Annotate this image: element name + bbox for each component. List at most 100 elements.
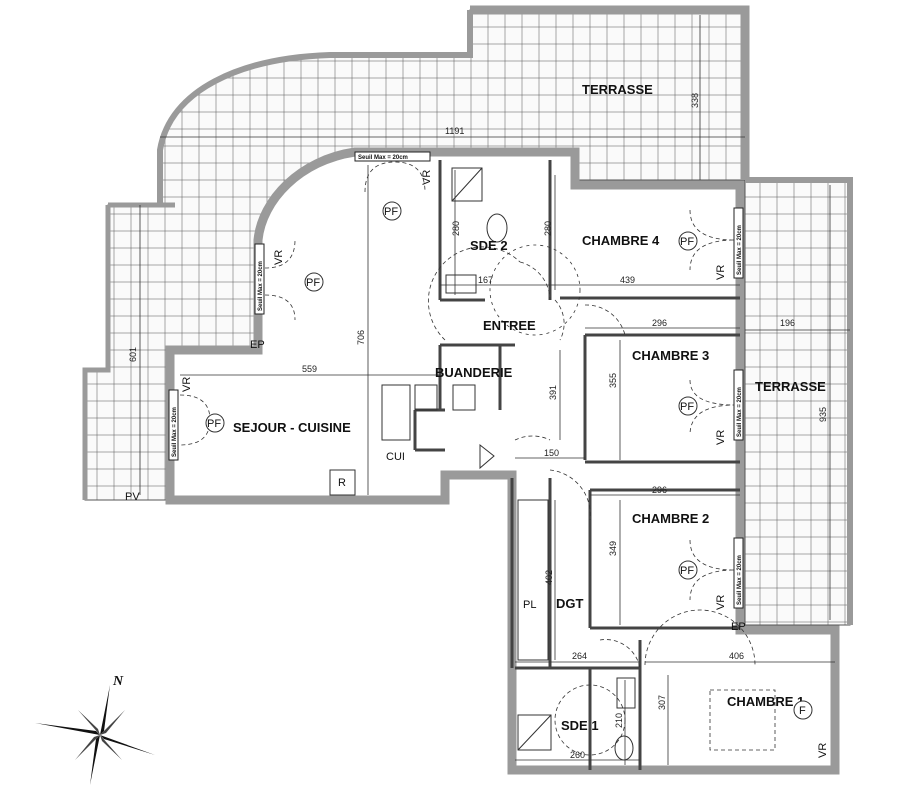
plan-shape bbox=[205, 413, 225, 433]
plan-label: PF bbox=[207, 418, 221, 430]
apartment-interior bbox=[170, 152, 835, 770]
plan-label: F bbox=[799, 705, 806, 717]
plan-shape bbox=[264, 239, 296, 321]
plan-shape: Seuil Max = 20cm bbox=[733, 207, 744, 279]
plan-shape bbox=[100, 735, 155, 755]
room-chambre4: CHAMBRE 4 bbox=[582, 233, 660, 248]
plan-shape bbox=[644, 609, 756, 666]
plan-shape bbox=[793, 700, 813, 720]
plan-label: PF bbox=[680, 565, 694, 577]
pf-marker: PF bbox=[678, 231, 698, 251]
room-sde2: SDE 2 bbox=[470, 238, 508, 253]
plan-label: 402 bbox=[544, 570, 554, 585]
north-compass-icon: N bbox=[35, 674, 155, 785]
plan-shape bbox=[382, 201, 402, 221]
plan-label: 391 bbox=[548, 385, 558, 400]
closet-pl bbox=[517, 499, 549, 661]
plan-shape bbox=[452, 384, 476, 411]
plan-shape bbox=[554, 299, 565, 341]
pf-marker: PF bbox=[382, 201, 402, 221]
plan-shape bbox=[744, 179, 851, 626]
plan-shape bbox=[329, 469, 356, 496]
terrace-parapet-right bbox=[745, 177, 853, 625]
plan-label: 355 bbox=[608, 373, 618, 388]
room-sde1: SDE 1 bbox=[561, 718, 599, 733]
plan-label: 1191 bbox=[445, 126, 464, 136]
plan-label: EP bbox=[731, 621, 746, 633]
sink-sde2 bbox=[445, 274, 477, 294]
plan-shape bbox=[733, 537, 744, 609]
room-terrasse-top: TERRASSE bbox=[582, 82, 653, 97]
plan-shape bbox=[35, 723, 100, 735]
equipment-codes: VR VR VR VR VR VR VR PF PF PF PF PF PF F… bbox=[125, 170, 829, 758]
terrace-parapet bbox=[470, 5, 750, 180]
plan-shape bbox=[689, 539, 736, 601]
room-chambre3: CHAMBRE 3 bbox=[632, 348, 709, 363]
room-terrasse-right: TERRASSE bbox=[755, 379, 826, 394]
plan-label: VR bbox=[273, 250, 285, 265]
plan-label: PV bbox=[125, 491, 140, 503]
plan-label: 167 bbox=[478, 275, 493, 285]
plan-shape: Seuil Max = 20cm bbox=[254, 243, 265, 315]
plan-label: PF bbox=[680, 401, 694, 413]
plan-shape: Seuil Max = 20cm bbox=[733, 537, 744, 609]
plan-label: 338 bbox=[690, 93, 700, 108]
plan-label: PF bbox=[306, 277, 320, 289]
plan-shape bbox=[733, 369, 744, 441]
plan-shape bbox=[414, 384, 438, 411]
dimension-lines bbox=[139, 15, 850, 765]
plan-label: VR bbox=[421, 170, 433, 185]
plan-label: Seuil Max = 20cm bbox=[172, 407, 178, 457]
plan-shape bbox=[678, 231, 698, 251]
plan-shape bbox=[168, 389, 179, 461]
plan-label: 406 bbox=[729, 651, 744, 661]
plan-shape bbox=[254, 243, 265, 315]
plan-label: 349 bbox=[608, 541, 618, 556]
plan-label: PF bbox=[680, 236, 694, 248]
dimension-labels: 1191 338 280 280 167 439 296 196 355 935… bbox=[128, 93, 828, 760]
plan-label: VR bbox=[817, 743, 829, 758]
plan-shape bbox=[90, 735, 100, 785]
shower-sde1 bbox=[517, 714, 552, 751]
threshold-labels: Seuil Max = 20cm Seuil Max = 20cm Seuil … bbox=[168, 151, 744, 609]
plan-label: 260 bbox=[570, 750, 585, 760]
room-labels: TERRASSE TERRASSE SDE 2 CHAMBRE 4 ENTREE… bbox=[233, 82, 826, 733]
plan-label: Seuil Max = 20cm bbox=[258, 261, 264, 311]
plan-shape bbox=[78, 710, 100, 735]
plan-shape bbox=[451, 167, 483, 202]
plan-shape bbox=[354, 151, 431, 162]
plan-shape: Seuil Max = 20cm bbox=[168, 389, 179, 461]
bed-chambre1 bbox=[709, 689, 776, 751]
plan-label: 150 bbox=[544, 448, 559, 458]
plan-shape bbox=[733, 207, 744, 279]
plan-shape bbox=[678, 396, 698, 416]
plan-label: PL bbox=[523, 599, 536, 611]
room-entree: ENTREE bbox=[483, 318, 536, 333]
plan-label: 296 bbox=[652, 485, 667, 495]
pf-marker: PF bbox=[678, 560, 698, 580]
toilet-sde2 bbox=[486, 213, 508, 243]
plan-label: 439 bbox=[620, 275, 635, 285]
plan-shape bbox=[678, 560, 698, 580]
plan-label: 210 bbox=[614, 713, 624, 728]
plan-label: 601 bbox=[128, 347, 138, 362]
plan-label: R bbox=[338, 477, 346, 489]
plan-shape bbox=[100, 710, 125, 735]
kitchen-hob bbox=[381, 384, 411, 441]
plan-label: Seuil Max = 20cm bbox=[737, 387, 743, 437]
plan-label: 935 bbox=[818, 407, 828, 422]
exterior-walls bbox=[165, 147, 840, 775]
plan-shape bbox=[517, 714, 552, 751]
plan-label: 296 bbox=[652, 318, 667, 328]
plan-label: VR bbox=[715, 595, 727, 610]
f-marker: F bbox=[793, 700, 813, 720]
room-dgt: DGT bbox=[556, 596, 584, 611]
plan-label: 264 bbox=[572, 651, 587, 661]
fixtures bbox=[381, 167, 776, 761]
plan-shape bbox=[489, 244, 581, 336]
plan-shape bbox=[689, 209, 736, 271]
room-sejour-cuisine: SEJOUR - CUISINE bbox=[233, 420, 351, 435]
plan-label: 280 bbox=[543, 221, 553, 236]
plan-label: 196 bbox=[780, 318, 795, 328]
plan-label: Seuil Max = 20cm bbox=[358, 155, 408, 161]
